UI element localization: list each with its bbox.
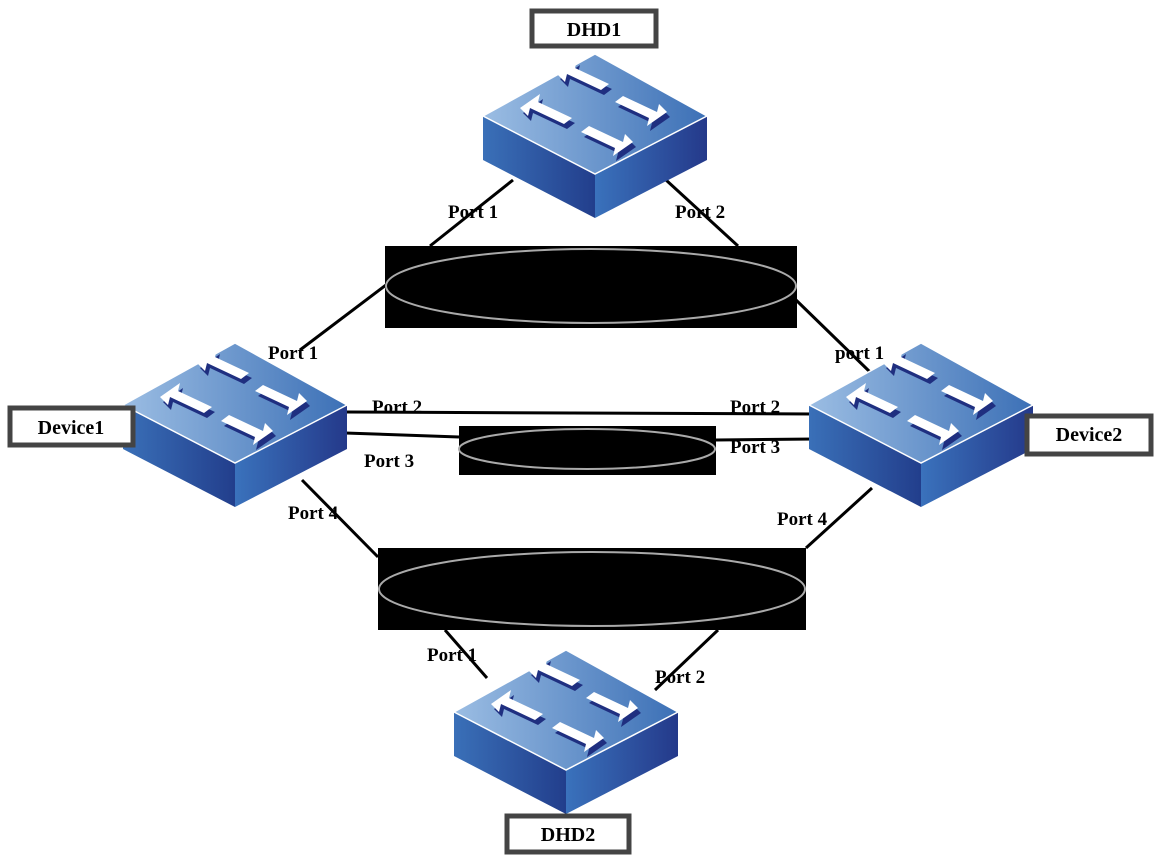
switch-side-left <box>483 116 595 218</box>
switch-arrows-icon <box>160 349 310 450</box>
switch-arrows-icon <box>491 656 641 757</box>
switch-device2[interactable] <box>807 342 1035 507</box>
port-label: Port 2 <box>730 397 780 418</box>
link-device2-port1 <box>794 298 872 374</box>
device1-name: Device1 <box>38 417 105 439</box>
link-dhd2-port2 <box>653 628 720 692</box>
switch-device1[interactable] <box>121 342 349 507</box>
link-device2-port4 <box>804 486 874 550</box>
label-device2: Device2 <box>1024 413 1154 457</box>
port-label: Port 1 <box>427 645 477 666</box>
port-label: port 1 <box>835 343 884 364</box>
link-port2-direct <box>344 410 816 416</box>
port-label: Port 1 <box>268 343 318 364</box>
switch-side-right <box>921 405 1033 507</box>
switch-side-right <box>566 712 678 814</box>
port-labels: Port 1 Port 2 Port 1 port 1 Port 2 Port … <box>268 202 884 688</box>
port-label: Port 2 <box>655 667 705 688</box>
port-label: Port 2 <box>675 202 725 223</box>
link-device2-port3 <box>715 437 816 442</box>
links <box>299 178 874 692</box>
switch-dhd1[interactable] <box>481 53 709 218</box>
aggregation-group-bottom <box>378 548 806 630</box>
port-label: Port 4 <box>288 503 339 524</box>
link-device1-port3 <box>344 431 460 439</box>
label-dhd1: DHD1 <box>529 8 659 49</box>
switch-side-right <box>235 405 347 507</box>
switch-dhd2[interactable] <box>452 649 680 814</box>
port-label: Port 1 <box>448 202 498 223</box>
port-label: Port 2 <box>372 397 422 418</box>
dhd1-name: DHD1 <box>567 19 621 41</box>
switch-side-left <box>123 405 235 507</box>
switch-arrows-icon <box>520 60 670 161</box>
label-dhd2: DHD2 <box>504 813 632 855</box>
switch-arrows-icon <box>846 349 996 450</box>
link-dhd1-port1 <box>429 178 514 248</box>
switch-side-right <box>595 116 707 218</box>
device2-name: Device2 <box>1056 424 1123 446</box>
link-dhd1-port2 <box>664 178 740 248</box>
switch-side-left <box>454 712 566 814</box>
port-label: Port 4 <box>777 509 828 530</box>
port-label: Port 3 <box>730 437 780 458</box>
aggregation-group-middle <box>458 426 716 475</box>
port-label: Port 3 <box>364 451 414 472</box>
label-device1: Device1 <box>7 405 136 448</box>
link-dhd2-port1 <box>443 629 489 679</box>
switch-side-left <box>809 405 921 507</box>
link-device1-port4 <box>300 478 380 559</box>
dhd2-name: DHD2 <box>541 824 595 846</box>
aggregation-group-top <box>385 246 797 328</box>
link-device1-port1 <box>299 283 387 352</box>
